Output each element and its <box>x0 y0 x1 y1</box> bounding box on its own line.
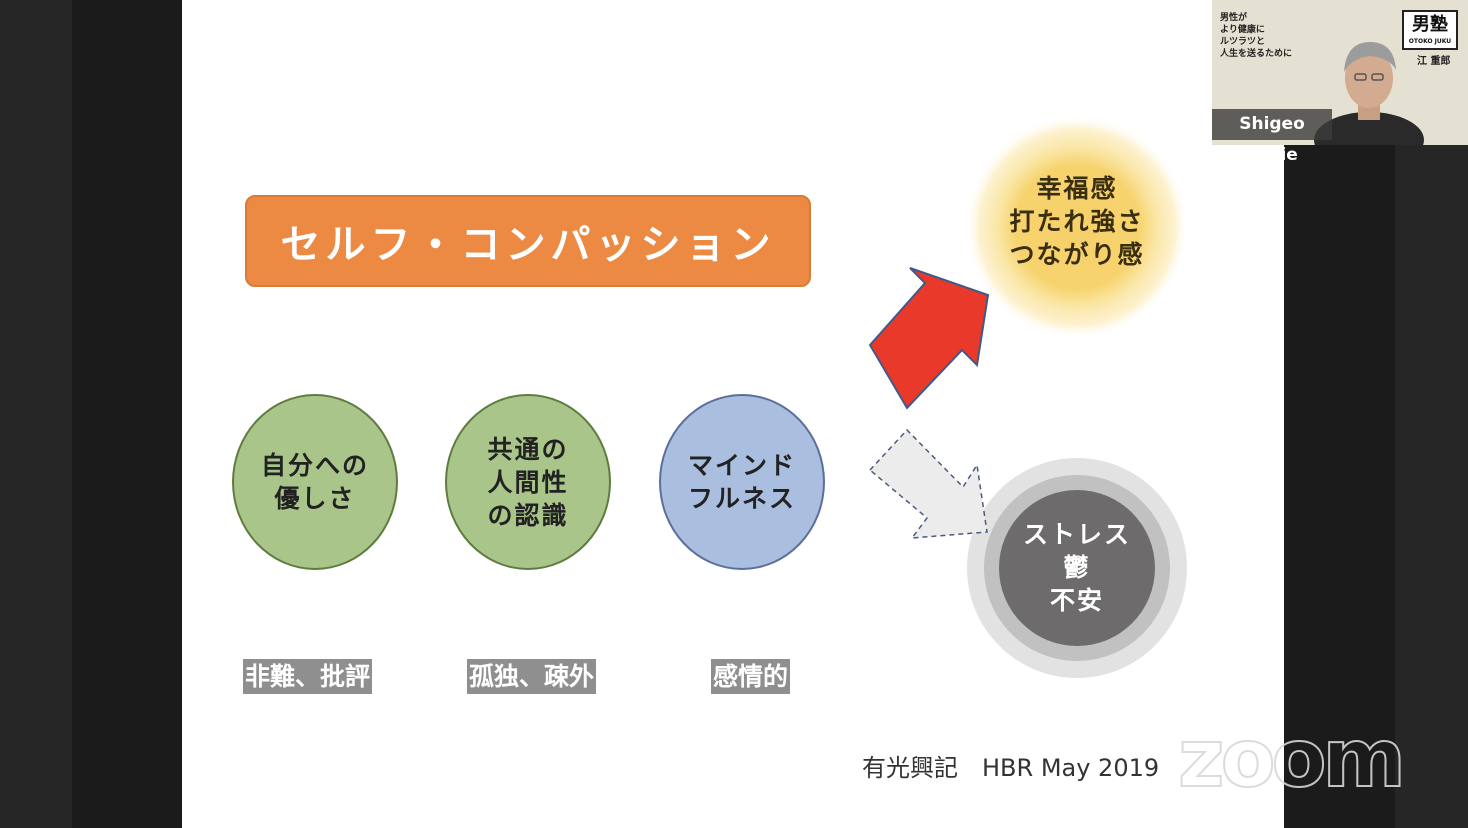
logo-subtext: OTOKO JUKU <box>1408 38 1452 45</box>
red-arrow-up <box>868 267 990 410</box>
mindfulness-circle: マインド フルネス <box>659 394 825 570</box>
circle-line: 自分への <box>260 451 369 480</box>
negative-outcomes: ストレス 鬱 不安 <box>977 518 1177 617</box>
positive-sun-glow <box>965 115 1189 339</box>
self-kindness-circle: 自分への 優しさ <box>232 394 398 570</box>
circle-line: 人間性 <box>487 467 569 497</box>
positive-line: 打たれ強さ <box>1009 207 1145 236</box>
participant-avatar-icon <box>1314 42 1424 145</box>
gray-dashed-arrow-down <box>868 428 988 539</box>
common-humanity-circle: 共通の 人間性 の認識 <box>445 394 611 570</box>
circle-line: の認識 <box>487 500 569 530</box>
slide-graphics <box>868 115 1189 678</box>
poster-line: ルツラツと <box>1220 37 1266 47</box>
left-letterbox <box>0 0 72 828</box>
shared-slide: セルフ・コンパッション 自分への 優しさ 共通の 人間性 の認識 マインド フル… <box>182 0 1284 828</box>
poster-line: 男性が <box>1220 13 1248 23</box>
participant-name-tag: Shigeo Horie <box>1212 109 1332 165</box>
zoom-watermark: zoom <box>1177 711 1407 806</box>
positive-outcomes: 幸福感 打たれ強さ つながり感 <box>977 172 1177 271</box>
poster-name: 江 重郎 <box>1417 56 1451 67</box>
otoko-juku-logo: 男塾 OTOKO JUKU <box>1402 10 1458 50</box>
circle-line: 優しさ <box>274 484 356 513</box>
circle-line: フルネス <box>687 484 796 513</box>
circle-line: マインド <box>687 451 796 480</box>
poster-text: 男性が より健康に ルツラツと 人生を送るために <box>1220 12 1292 60</box>
positive-line: 幸福感 <box>1036 174 1118 203</box>
label-emotional: 感情的 <box>711 659 791 694</box>
circle-line: 共通の <box>487 434 569 464</box>
slide-citation: 有光興記 HBR May 2019 <box>862 754 1160 782</box>
poster-line: より健康に <box>1220 25 1265 35</box>
positive-line: つながり感 <box>1009 240 1145 269</box>
poster-line: 人生を送るために <box>1220 49 1293 59</box>
slide-title: セルフ・コンパッション <box>245 195 811 287</box>
negative-inner-circle <box>999 490 1155 646</box>
negative-line: 不安 <box>1049 586 1104 615</box>
negative-line: 鬱 <box>1063 553 1091 582</box>
participant-video-thumbnail[interactable]: 男性が より健康に ルツラツと 人生を送るために 男塾 OTOKO JUKU 江… <box>1212 0 1468 145</box>
label-isolation: 孤独、疎外 <box>467 659 597 694</box>
negative-line: ストレス <box>1022 520 1131 549</box>
label-criticism: 非難、批評 <box>243 659 373 694</box>
logo-text: 男塾 <box>1412 14 1448 35</box>
